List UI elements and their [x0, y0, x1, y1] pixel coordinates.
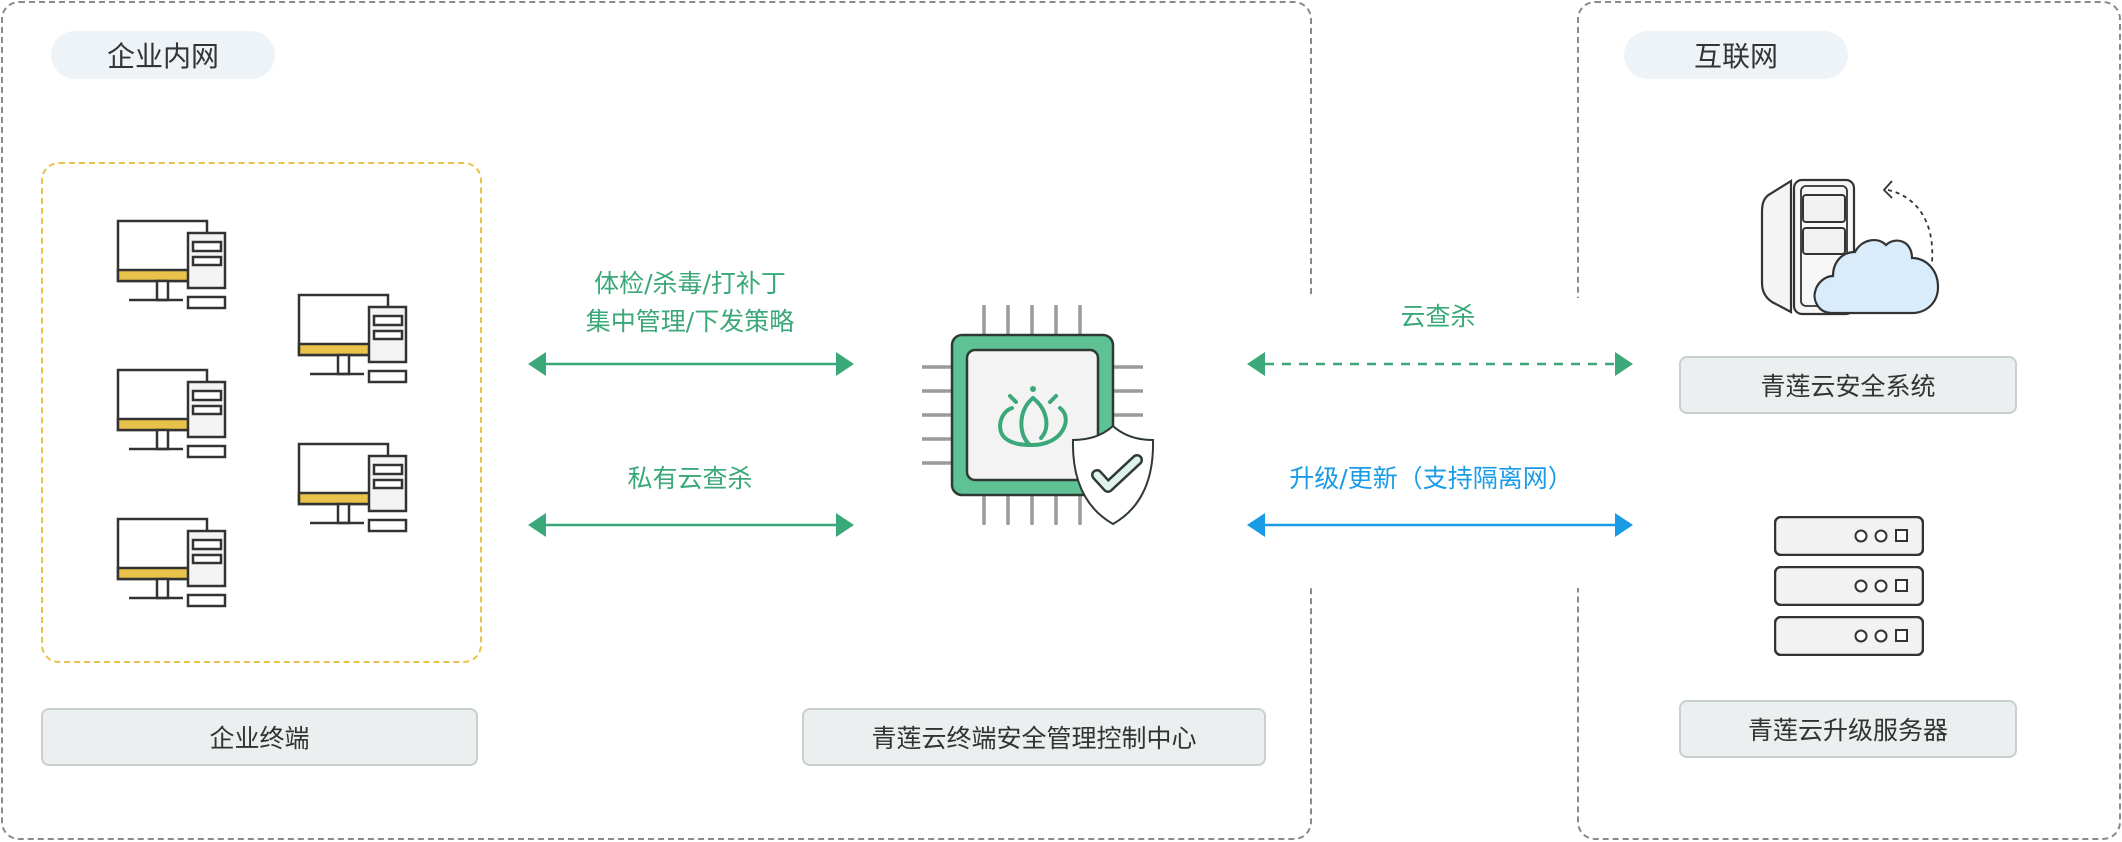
dashed-bidirectional-arrow [1247, 352, 1633, 376]
upgrade-server-label: 青莲云升级服务器 [1679, 700, 2017, 758]
control-center-label: 青莲云终端安全管理控制中心 [802, 708, 1266, 766]
computer-icon [110, 508, 240, 618]
cloud-security-icon [1760, 178, 1940, 316]
private-cloud-label: 私有云查杀 [627, 464, 753, 493]
computer-icon [110, 359, 240, 469]
security-system-label: 青莲云安全系统 [1679, 356, 2017, 414]
endpoint-group [41, 162, 482, 663]
upgrade-label: 升级/更新（支持隔离网） [1289, 464, 1573, 493]
zone-gap [1570, 298, 1590, 588]
server-icon [1774, 516, 1924, 556]
endpoint-ops-line2: 集中管理/下发策略 [585, 307, 795, 336]
bidirectional-arrow [528, 513, 854, 537]
computer-icon [291, 284, 421, 394]
computer-icon [291, 433, 421, 543]
computer-icon [110, 210, 240, 320]
internet-zone-title: 互联网 [1624, 31, 1848, 79]
intranet-zone-title: 企业内网 [51, 31, 275, 79]
security-chip-icon [922, 305, 1155, 526]
bidirectional-arrow [528, 352, 854, 376]
cloud-scan-label: 云查杀 [1400, 302, 1476, 331]
zone-gap [1300, 298, 1320, 588]
endpoints-label: 企业终端 [41, 708, 478, 766]
endpoint-ops-line1: 体检/杀毒/打补丁 [594, 269, 786, 298]
server-icon [1774, 616, 1924, 656]
server-icon [1774, 566, 1924, 606]
blue-bidirectional-arrow [1247, 513, 1633, 537]
